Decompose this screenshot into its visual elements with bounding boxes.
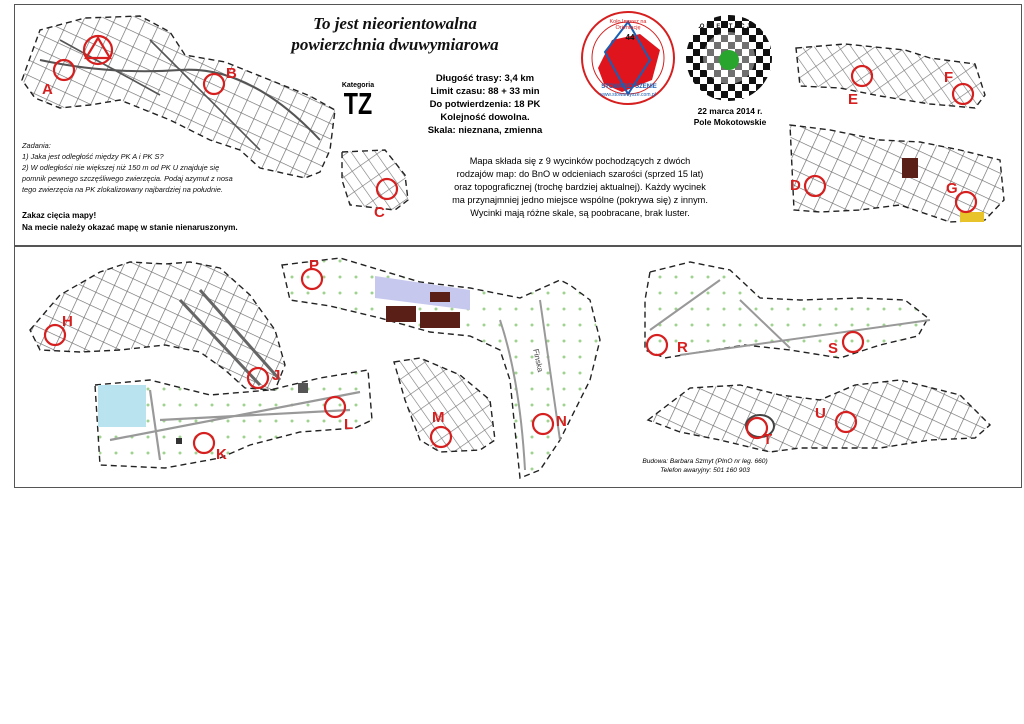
- task-line-1: 1) Jaka jest odległość między PK A i PK …: [22, 152, 164, 161]
- info-time-limit: Limit czasu: 88 + 33 min: [430, 86, 540, 97]
- cutout-hj: [29, 261, 286, 391]
- control-point-s-label: S: [828, 340, 838, 357]
- control-point-h-circle: [43, 323, 67, 347]
- control-point-b-circle: [202, 72, 226, 96]
- control-point-c-circle: [375, 177, 399, 201]
- control-point-p-label: P: [309, 257, 319, 274]
- cutout-m: [393, 357, 496, 453]
- club-logo-web: www.stowarzysze.com.pl: [600, 92, 656, 98]
- tasks-heading: Zadania:: [22, 141, 51, 150]
- control-point-j-label: J: [272, 367, 280, 384]
- task-line-3: pomnik pewnego szczęśliwego zwierzęcia. …: [22, 174, 233, 183]
- control-point-r-label: R: [677, 339, 688, 356]
- control-point-a-circle: [52, 58, 76, 82]
- control-point-d-label: D: [790, 177, 801, 194]
- control-point-u-circle: [834, 410, 858, 434]
- description-line-2: rodzajów map: do BnO w odcieniach szaroś…: [456, 169, 704, 179]
- chess-logo: [685, 14, 773, 102]
- control-point-g-circle: [954, 190, 978, 214]
- info-scale: Skala: nieznana, zmienna: [427, 125, 543, 136]
- control-point-n-circle: [531, 412, 555, 436]
- control-point-f-circle: [951, 82, 975, 106]
- control-point-l-circle: [323, 395, 347, 419]
- event-place: Pole Mokotowskie: [693, 117, 767, 127]
- control-point-d-circle: [803, 174, 827, 198]
- control-point-m-label: M: [432, 409, 445, 426]
- emergency-phone: Telefon awaryjny: 501 160 903: [660, 467, 750, 474]
- description-line-3: oraz topograficznej (trochę bardziej akt…: [454, 182, 706, 192]
- info-checkpoints: Do potwierdzenia: 18 PK: [429, 99, 541, 110]
- control-point-s-circle: [841, 330, 865, 354]
- control-point-k-circle: [192, 431, 216, 455]
- control-point-f-label: F: [944, 69, 953, 86]
- info-length: Długość trasy: 3,4 km: [435, 73, 535, 84]
- map-title: To jest nieorientowalna powierzchnia dwu…: [270, 13, 520, 55]
- control-point-t-label: T: [763, 431, 772, 448]
- control-point-u-label: U: [815, 405, 826, 422]
- author-line: Budowa: Barbara Szmyt (PInO nr leg. 660): [642, 458, 768, 465]
- control-point-k-label: K: [216, 446, 227, 463]
- control-point-e-label: E: [848, 91, 858, 108]
- club-logo-bottom-text: STOWARZYSZENIE: [601, 84, 657, 90]
- description-line-1: Mapa składa się z 9 wycinków pochodzącyc…: [469, 156, 691, 166]
- control-point-r-circle: [645, 333, 669, 357]
- cutout-ef: [795, 43, 986, 109]
- control-point-j-circle: [246, 366, 270, 390]
- description-line-4: ma przynajmniej jedno miejsce wspólne (p…: [452, 195, 708, 205]
- title-line-1: To jest nieorientowalna: [313, 14, 477, 33]
- cutout-dg: [789, 124, 1005, 223]
- club-logo-number: 44: [625, 33, 635, 42]
- task-line-2: 2) W odległości nie większej niż 150 m o…: [22, 163, 220, 172]
- event-date: 22 marca 2014 r.: [697, 106, 763, 116]
- control-point-m-circle: [429, 425, 453, 449]
- category-label: Kategoria: [341, 82, 375, 89]
- warning-show-map: Na mecie należy okazać mapę w stanie nie…: [22, 223, 238, 232]
- control-point-c-label: C: [374, 204, 385, 221]
- warning-no-cutting: Zakaz cięcia mapy!: [22, 211, 97, 220]
- title-line-2: powierzchnia dwuwymiarowa: [291, 35, 499, 54]
- task-line-4: tego zwierzęcia na PK zlokalizowany najb…: [22, 185, 223, 194]
- cutout-kl: [94, 369, 373, 469]
- category-value: TZ: [343, 86, 373, 121]
- start-triangle-icon: [82, 34, 114, 66]
- control-point-p-circle: [300, 267, 324, 291]
- control-point-n-label: N: [556, 413, 567, 430]
- info-order: Kolejność dowolna.: [440, 112, 530, 123]
- control-point-a-label: A: [42, 81, 53, 98]
- club-logo-top-text: Koło Imprez na Orientację: [609, 19, 647, 31]
- description-line-5: Wycinki mają różne skale, są poobracane,…: [470, 208, 690, 218]
- cutout-p: [281, 257, 601, 479]
- control-point-g-label: G: [946, 180, 958, 197]
- control-point-b-label: B: [226, 65, 237, 82]
- control-point-h-label: H: [62, 313, 73, 330]
- control-point-t-circle: [745, 416, 769, 440]
- control-point-e-circle: [850, 64, 874, 88]
- control-point-l-label: L: [344, 416, 353, 433]
- club-logo: [581, 11, 675, 105]
- cutout-c: [341, 149, 409, 211]
- chess-logo-text: ORIENTACJA: [699, 24, 759, 30]
- cutout-ab: [21, 15, 336, 179]
